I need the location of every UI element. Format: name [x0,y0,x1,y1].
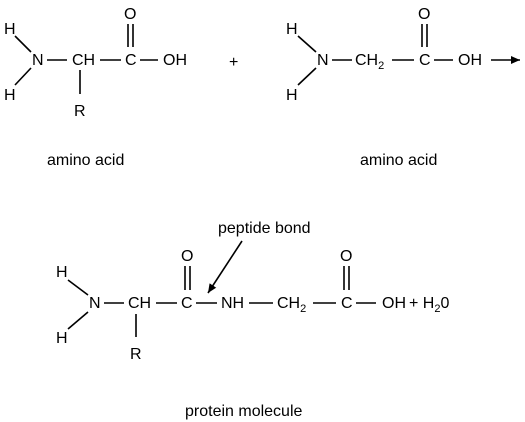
r1-c: C [125,52,137,69]
r1-bond-h-n-top [14,35,32,53]
p-nh: NH [221,295,244,312]
r1-r: R [74,103,86,120]
r1-h-top: H [4,21,16,38]
p-r: R [130,346,142,363]
r2-o: O [418,6,430,23]
r2-n: N [317,52,329,69]
r2-h-bottom: H [286,87,298,104]
p-h-bottom: H [56,330,68,347]
product-caption: protein molecule [185,403,303,420]
p-bond-h-n-bottom [67,311,89,330]
p-bond-h-n-top [67,279,89,296]
p-c1: C [181,295,193,312]
r2-oh: OH [458,52,482,69]
reactant-1-amino-acid: H N H CH R O C OH amino acid [4,6,187,169]
r2-ch2: CH2 [355,52,384,72]
r1-o: O [124,6,136,23]
r1-ch: CH [72,52,95,69]
r1-oh: OH [163,52,187,69]
p-o2: O [340,248,352,265]
p-water: + H20 [409,295,449,315]
r2-h-top: H [286,21,298,38]
p-o1: O [181,248,193,265]
r2-c: C [419,52,431,69]
p-ch2: CH2 [277,295,306,315]
peptide-bond-arrow [207,240,243,294]
r1-h-bottom: H [4,87,16,104]
r2-caption: amino acid [360,152,437,169]
r2-bond-h-n-bottom [297,67,317,86]
r2-bond-h-n-top [297,35,317,53]
p-c2: C [341,295,353,312]
reactant-2-amino-acid: H N H CH2 O C OH amino acid [286,6,520,169]
p-h-top: H [56,264,68,281]
p-oh: OH [382,295,406,312]
product-protein-molecule: peptide bond H N H CH R O C NH CH2 O C O… [56,220,449,420]
p-n: N [89,295,101,312]
r1-n: N [32,52,44,69]
peptide-bond-annotation: peptide bond [218,220,311,237]
r1-caption: amino acid [47,152,124,169]
plus-sign: + [229,54,238,71]
r1-bond-h-n-bottom [14,67,32,86]
p-ch: CH [128,295,151,312]
